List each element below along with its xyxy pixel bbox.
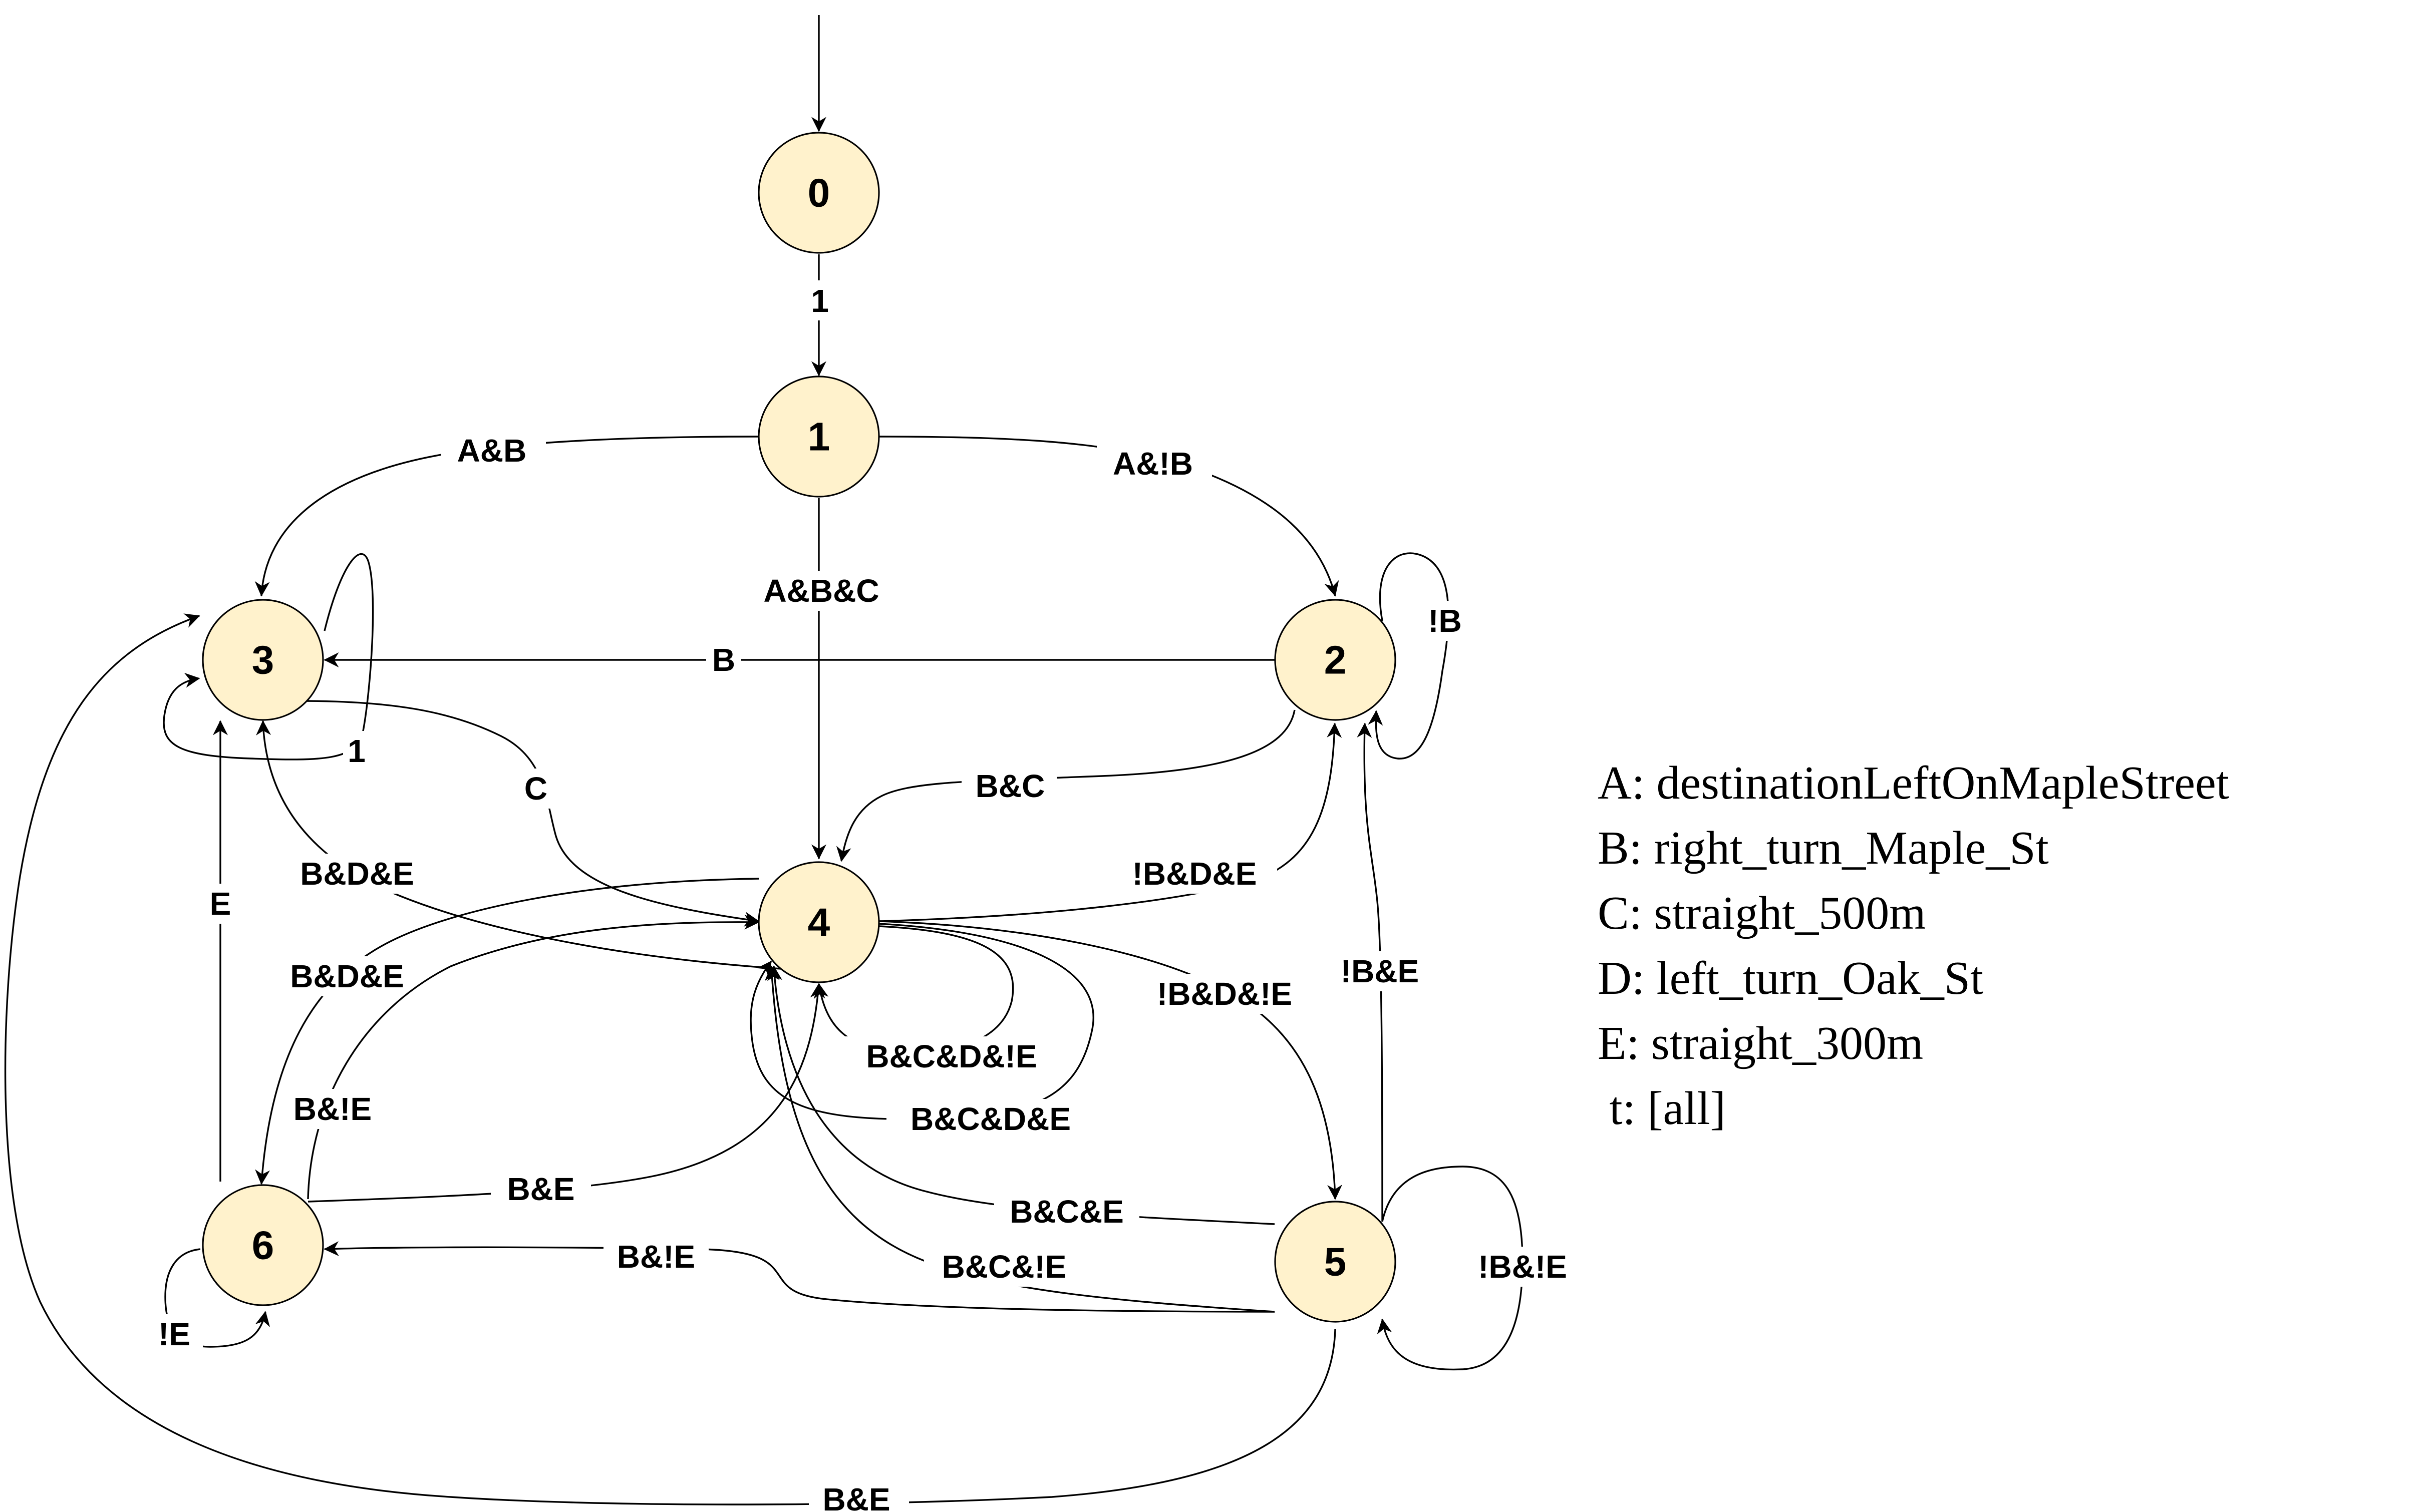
state-node-0[interactable]: 0 [758, 132, 880, 254]
nodes: 0 1 2 3 4 5 6 [202, 132, 1396, 1323]
svg-text:B&E: B&E [507, 1171, 574, 1207]
legend-line-d: D: left_turn_Oak_St [1598, 952, 1983, 1004]
edge-label-1-3: A&B [441, 431, 546, 471]
svg-text:B&C&!E: B&C&!E [942, 1249, 1067, 1285]
legend-line-t: t: [all] [1598, 1082, 1726, 1135]
edge-label-5-6: B&!E [603, 1237, 709, 1277]
svg-text:E: E [210, 886, 231, 922]
legend-line-a: A: destinationLeftOnMapleStreet [1598, 757, 2229, 809]
edge-label-5-4b: B&C&!E [924, 1247, 1084, 1287]
svg-text:3: 3 [252, 638, 274, 682]
svg-text:1: 1 [348, 733, 366, 769]
svg-text:!B&!E: !B&!E [1478, 1249, 1567, 1285]
edge-label-3-4: C [518, 769, 553, 809]
edge-label-4-self-a: B&C&D&!E [841, 1036, 1062, 1076]
svg-text:!B: !B [1428, 603, 1462, 639]
svg-text:B&D&E: B&D&E [290, 958, 404, 994]
edge-label-4-5: !B&D&!E [1134, 974, 1315, 1014]
svg-text:1: 1 [808, 415, 830, 459]
svg-text:B&C&D&E: B&C&D&E [911, 1101, 1071, 1137]
edge-label-2-self: !B [1417, 601, 1472, 641]
svg-text:B&!E: B&!E [293, 1091, 372, 1127]
svg-text:A&B: A&B [457, 433, 527, 469]
edge-label-4-3: B&D&E [283, 854, 433, 894]
svg-text:!B&D&!E: !B&D&!E [1157, 976, 1292, 1012]
svg-text:0: 0 [808, 171, 830, 215]
edge-5-to-3 [4, 613, 1336, 1505]
edge-label-4-2: !B&D&E [1112, 854, 1277, 894]
svg-text:!B&D&E: !B&D&E [1132, 856, 1257, 892]
edge-label-5-4a: B&C&E [994, 1192, 1139, 1232]
state-node-6[interactable]: 6 [202, 1184, 324, 1306]
state-node-3[interactable]: 3 [202, 599, 324, 721]
edge-label-4-6: B&D&E [273, 956, 423, 996]
svg-text:B&C&E: B&C&E [1010, 1194, 1124, 1230]
svg-text:!B&E: !B&E [1341, 953, 1419, 989]
state-node-4[interactable]: 4 [758, 861, 880, 983]
edge-label-6-self: !E [148, 1314, 203, 1354]
svg-text:A&!B: A&!B [1113, 446, 1193, 482]
svg-text:1: 1 [811, 283, 829, 319]
svg-text:6: 6 [252, 1223, 274, 1268]
edge-4-to-3 [256, 720, 782, 970]
svg-text:2: 2 [1324, 638, 1347, 682]
svg-text:B&E: B&E [822, 1481, 890, 1512]
edge-2-self [1368, 552, 1449, 760]
edges: 1 A&B A&!B A&B&C [4, 15, 1580, 1512]
legend-line-b: B: right_turn_Maple_St [1598, 822, 2049, 874]
legend-line-e: E: straight_300m [1598, 1017, 1923, 1069]
svg-text:5: 5 [1324, 1240, 1347, 1284]
edge-5-to-6 [324, 1241, 1275, 1313]
edge-2-to-4 [836, 709, 1296, 862]
state-node-2[interactable]: 2 [1274, 599, 1396, 721]
edge-label-3-self: 1 [343, 731, 368, 771]
svg-text:B&D&E: B&D&E [300, 856, 414, 892]
svg-text:B&C: B&C [976, 768, 1045, 804]
edge-label-1-2: A&!B [1097, 443, 1212, 483]
edge-label-0-1: 1 [804, 280, 834, 320]
edge-6-to-4-b [308, 983, 825, 1203]
edge-label-2-3: B [706, 640, 741, 680]
svg-text:B: B [712, 642, 735, 678]
edge-label-2-4: B&C [962, 766, 1057, 806]
legend-line-c: C: straight_500m [1598, 887, 1926, 939]
edge-label-5-self: !B&!E [1465, 1247, 1580, 1287]
svg-text:4: 4 [808, 900, 830, 945]
state-node-1[interactable]: 1 [758, 375, 880, 498]
edge-label-4-self-b: B&C&D&E [886, 1099, 1092, 1139]
edge-label-1-4: A&B&C [759, 571, 881, 611]
svg-text:B&!E: B&!E [617, 1239, 695, 1275]
svg-text:C: C [524, 771, 547, 807]
edge-4-to-6 [255, 878, 759, 1185]
edge-5-to-4-a [767, 965, 1275, 1225]
edge-5-to-2 [1357, 722, 1383, 1222]
edge-label-5-3: B&E [809, 1481, 909, 1512]
edge-label-6-3: E [203, 884, 238, 924]
svg-text:B&C&D&!E: B&C&D&!E [866, 1038, 1037, 1074]
legend: A: destinationLeftOnMapleStreet B: right… [1598, 757, 2229, 1135]
svg-text:A&B&C: A&B&C [763, 573, 879, 609]
edge-label-6-4b: B&E [491, 1169, 591, 1209]
state-node-5[interactable]: 5 [1274, 1201, 1396, 1323]
edge-label-5-2: !B&E [1327, 951, 1432, 991]
svg-text:!E: !E [158, 1316, 190, 1352]
edge-label-6-4a: B&!E [278, 1089, 388, 1129]
